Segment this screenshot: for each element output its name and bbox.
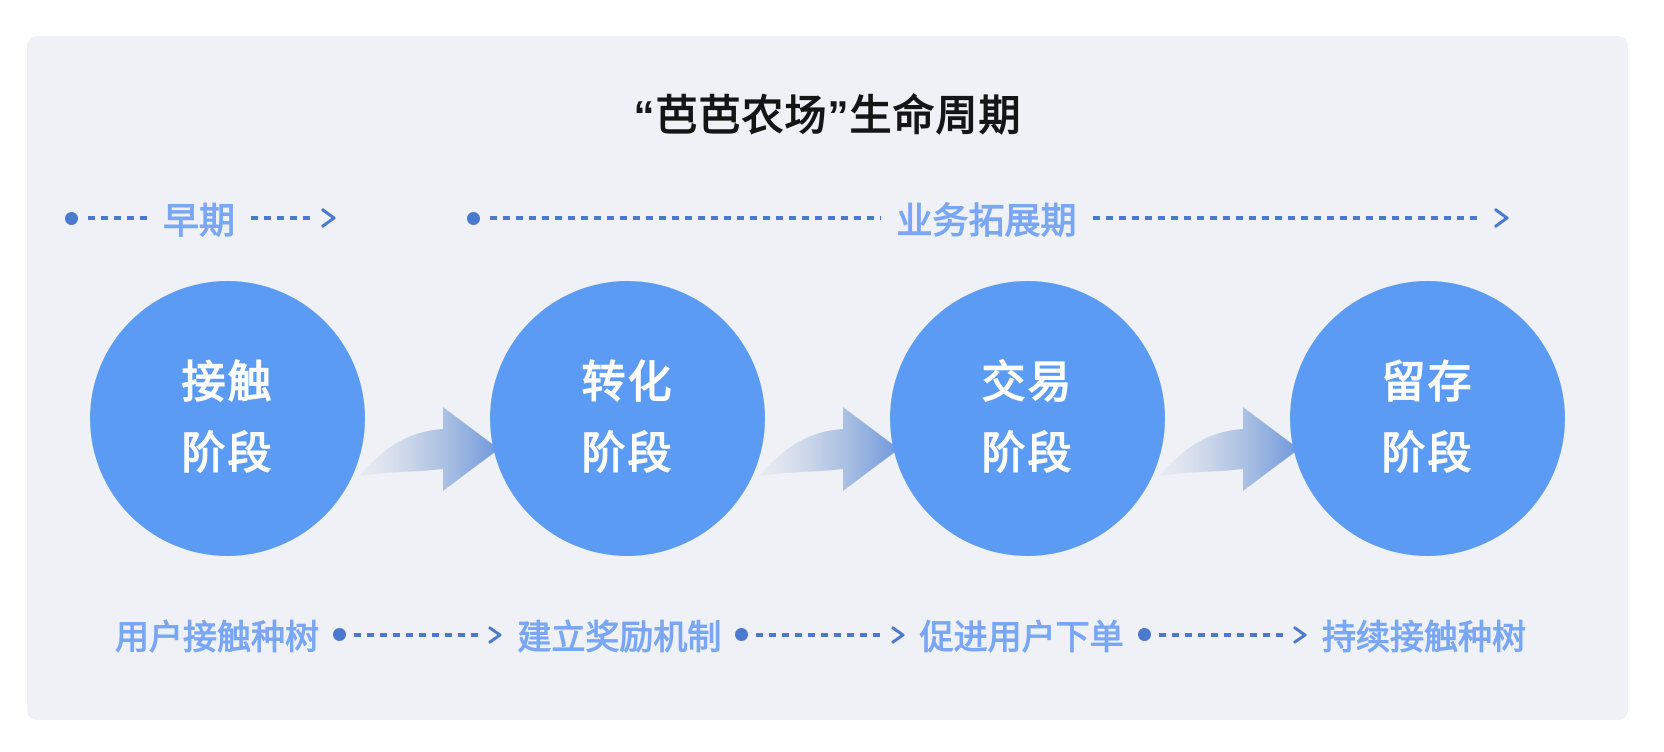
stage-circle-transaction: 交易 阶段 [890, 281, 1165, 556]
stage-transition [357, 343, 499, 495]
swoosh-arrow-icon [757, 406, 899, 491]
caption-arrow [1137, 625, 1308, 645]
arrowhead-icon [891, 626, 905, 643]
stage-line1: 转化 [581, 358, 674, 408]
dot-icon [65, 211, 78, 225]
phase-segment-early: 早期 [65, 192, 337, 244]
arrowhead-icon [321, 208, 336, 228]
arrowhead-icon [488, 626, 502, 643]
dashed-line [251, 216, 311, 220]
caption-arrow [333, 625, 503, 645]
stage-caption: 建立奖励机制 [517, 619, 722, 657]
dot-icon [1137, 628, 1151, 641]
stage-line2: 阶段 [181, 428, 274, 478]
stage-transition [757, 343, 899, 495]
stage-caption: 持续接触种树 [1321, 619, 1526, 657]
captions-row: 用户接触种树 建立奖励机制 促进用户下单 持续接触种树 [27, 610, 1628, 659]
diagram-title: “芭芭农场”生命周期 [633, 92, 1022, 139]
dot-icon [467, 211, 480, 225]
swoosh-arrow-icon [1157, 406, 1299, 491]
stage-transition [1157, 343, 1299, 495]
caption-arrow [735, 625, 905, 645]
phase-timeline: 早期 业务拓展期 [27, 197, 1628, 241]
dashed-line [354, 632, 480, 637]
stage-line1: 留存 [1381, 358, 1474, 408]
phase-label-early: 早期 [163, 200, 236, 241]
stage-circle-retention: 留存 阶段 [1290, 281, 1565, 556]
stage-line2: 阶段 [1381, 428, 1474, 478]
stage-circle-conversion: 转化 阶段 [490, 281, 765, 556]
stage-line1: 接触 [181, 358, 274, 408]
dashed-line [1158, 632, 1284, 637]
dot-icon [735, 628, 749, 641]
phase-segment-expansion: 业务拓展期 [467, 192, 1510, 244]
stage-line2: 阶段 [981, 428, 1074, 478]
dashed-line [490, 216, 881, 220]
stage-caption: 促进用户下单 [919, 619, 1124, 657]
stage-caption: 用户接触种树 [115, 619, 319, 657]
stages-row: 接触 阶段 转化 阶段 交易 阶段 [27, 281, 1628, 556]
dot-icon [333, 628, 346, 641]
stage-line2: 阶段 [581, 428, 674, 478]
swoosh-arrow-icon [357, 406, 499, 491]
stage-line1: 交易 [981, 358, 1074, 408]
diagram-card: “芭芭农场”生命周期 早期 业务拓展期 接触 阶段 [27, 36, 1628, 720]
phase-label-expansion: 业务拓展期 [896, 200, 1077, 241]
dashed-line [1092, 216, 1484, 220]
dashed-line [88, 216, 147, 220]
arrowhead-icon [1293, 626, 1307, 643]
dashed-line [756, 632, 882, 637]
arrowhead-icon [1494, 208, 1509, 228]
stage-circle-contact: 接触 阶段 [90, 281, 365, 556]
